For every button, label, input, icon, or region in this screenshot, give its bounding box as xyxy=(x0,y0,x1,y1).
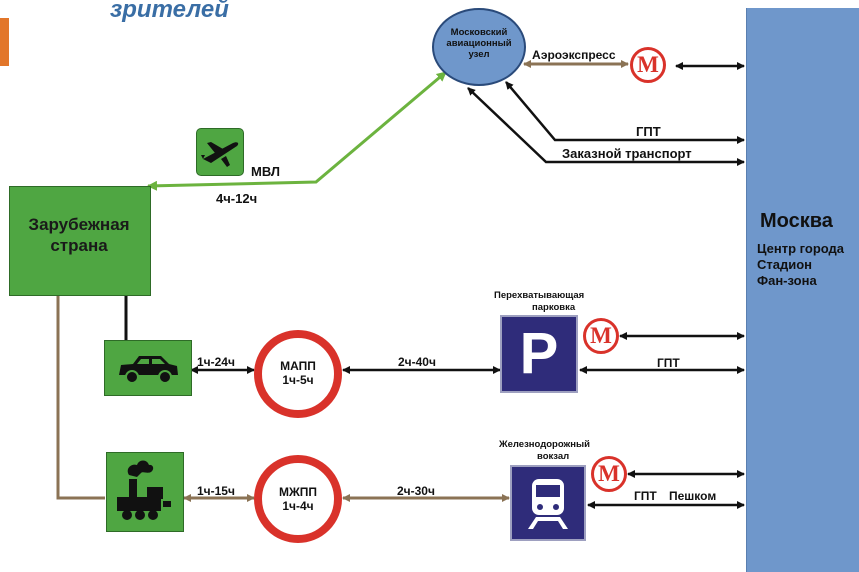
air-hub-node xyxy=(432,8,526,86)
rail-checkpoint-name: МЖПП xyxy=(278,485,318,499)
rail-time-to-station: 2ч-30ч xyxy=(397,484,435,498)
air-hub-label-line3: узел xyxy=(468,49,490,60)
station-label-line2: вокзал xyxy=(537,451,570,462)
moscow-city-center: Центр города xyxy=(757,241,845,256)
station-gpt-label: ГПТ xyxy=(634,489,657,503)
air-gpt-label: ГПТ xyxy=(636,124,661,139)
foreign-country-box xyxy=(9,186,151,296)
air-hub-label-line1: Московский xyxy=(450,27,508,38)
air-hub-label: Московский авиационный узел xyxy=(432,27,526,60)
air-route-line xyxy=(147,70,447,191)
metro-icon: M xyxy=(583,318,619,354)
moscow-stadium: Стадион xyxy=(757,257,813,272)
metro-icon: M xyxy=(591,456,627,492)
station-label-line1: Железнодорожный xyxy=(499,439,590,450)
rail-time-to-checkpoint: 1ч-15ч xyxy=(197,484,235,498)
rail-checkpoint-time: 1ч-4ч xyxy=(282,499,314,513)
air-charter-line xyxy=(467,87,745,166)
parking-gpt-label: ГПТ xyxy=(657,356,680,370)
air-route-time: 4ч-12ч xyxy=(216,191,258,206)
airplane-icon xyxy=(196,128,244,176)
railway-station-icon xyxy=(510,465,586,541)
road-checkpoint-time: 1ч-5ч xyxy=(282,373,314,387)
air-route-label: МВЛ xyxy=(251,164,281,179)
slide-accent-tab xyxy=(0,18,9,66)
metro-icon: M xyxy=(630,47,666,83)
foreign-rail-line xyxy=(56,294,105,500)
rail-checkpoint-label: МЖПП 1ч-4ч xyxy=(254,485,342,513)
air-hub-label-line2: авиационный xyxy=(446,38,512,49)
rail-checkpoint-sign xyxy=(254,455,342,543)
road-checkpoint-label: МАПП 1ч-5ч xyxy=(254,359,342,387)
page-title-fragment: зрителей xyxy=(110,0,229,23)
road-checkpoint-sign xyxy=(254,330,342,418)
moscow-title: Москва xyxy=(760,210,833,232)
foreign-country-label: Зарубежная страна xyxy=(9,214,149,256)
road-checkpoint-name: МАПП xyxy=(280,359,316,373)
foreign-country-label-line1: Зарубежная xyxy=(28,215,130,234)
car-icon xyxy=(104,340,192,396)
foreign-country-label-line2: страна xyxy=(50,236,108,255)
parking-label-line1: Перехватывающая xyxy=(494,290,585,301)
moscow-panel xyxy=(746,8,859,572)
road-time-to-parking: 2ч-40ч xyxy=(398,355,436,369)
parking-label-line2: парковка xyxy=(532,302,576,313)
parking-sign-icon: P xyxy=(500,315,578,393)
air-gpt-line xyxy=(505,81,745,144)
road-time-to-checkpoint: 1ч-24ч xyxy=(197,355,235,369)
steam-train-icon xyxy=(106,452,184,532)
moscow-fan-zone: Фан-зона xyxy=(757,273,817,288)
air-charter-label: Заказной транспорт xyxy=(562,146,692,161)
station-walk-label: Пешком xyxy=(669,489,717,503)
aeroexpress-label: Аэроэкспресс xyxy=(532,48,616,62)
